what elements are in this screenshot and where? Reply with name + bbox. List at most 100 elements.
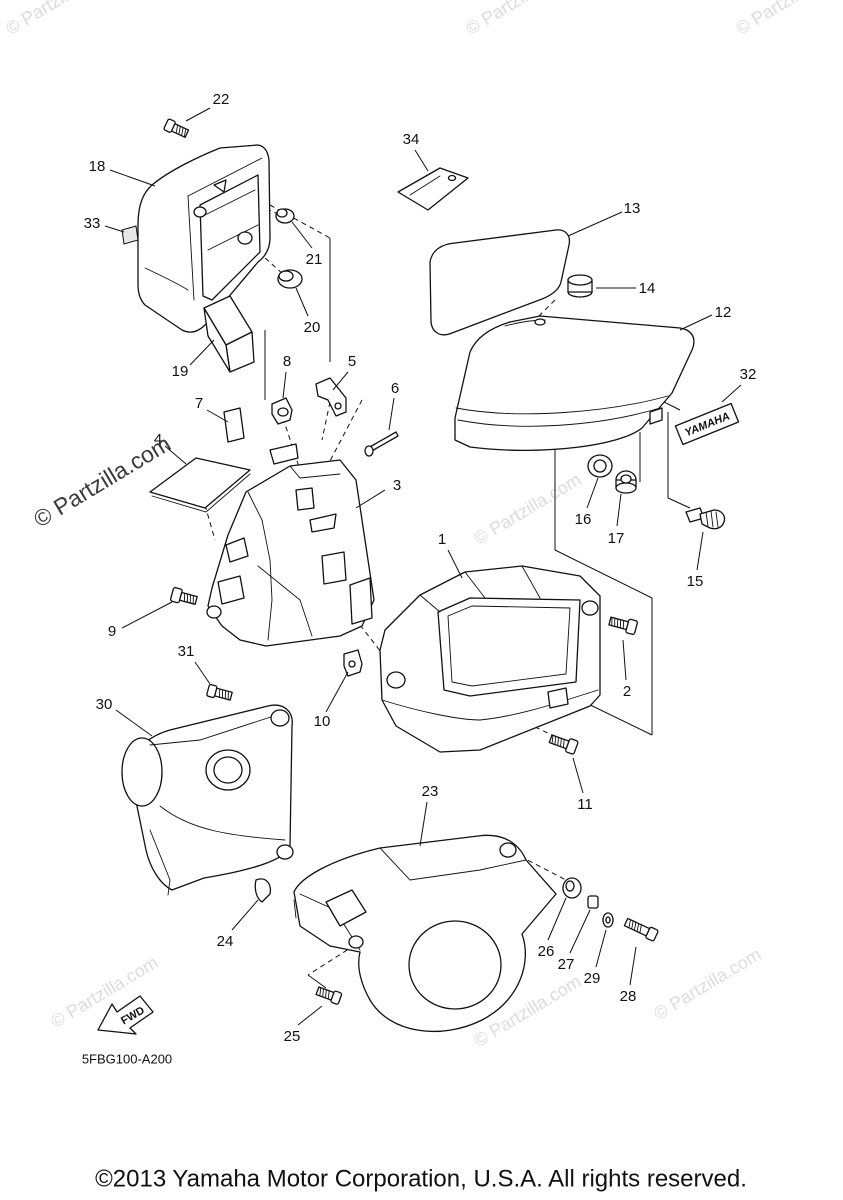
part-20-grommet [277,269,303,289]
part-16-nut [587,454,613,478]
part-17-grommet [615,470,637,494]
part-21-grommet [275,208,295,224]
part-34-tag [397,167,469,211]
callout-24: 24 [217,933,234,950]
leader-7 [206,409,229,423]
leader-1 [447,549,463,579]
part-32-decal: YAMAHA [674,402,740,446]
part-10-clip [343,649,363,677]
callout-14: 14 [639,280,656,297]
leader-11 [572,757,584,794]
leader-3 [355,489,386,509]
watermark-top-right: © Partzilla.com [732,0,843,39]
callout-3: 3 [393,477,401,494]
part-15-switch [685,507,726,530]
leader-24 [231,899,259,931]
callout-12: 12 [715,304,732,321]
part-30-cover [121,704,294,896]
callout-10: 10 [314,713,331,730]
guide-switch-connector [667,497,691,509]
leader-21 [291,221,313,249]
callout-9: 9 [108,623,116,640]
part-29-washer [602,912,614,928]
part-1-air-box [379,565,601,753]
leader-26 [547,897,567,941]
callout-22: 22 [213,91,230,108]
part-4-foam-pad [149,457,251,513]
callout-5: 5 [348,353,356,370]
callout-17: 17 [608,530,625,547]
part-8-clip [271,397,293,425]
leader-4 [164,445,187,465]
leader-19 [189,339,215,366]
callout-8: 8 [283,353,291,370]
guide-pad-to-bracket [204,504,216,541]
part-2-bolt [608,616,639,635]
leader-10 [325,671,349,713]
part-12-side-cover [454,315,695,451]
watermark-top-left: © Partzilla.com [2,0,116,39]
callout-34: 34 [403,131,420,148]
callout-13: 13 [624,200,641,217]
fwd-arrow-icon: FWD [97,995,154,1035]
callout-29: 29 [584,970,601,987]
guide-filter-to-cover [534,299,556,321]
leader-27 [569,909,591,954]
part-22-screw [163,118,190,138]
watermark-top-center: © Partzilla.com [462,0,576,39]
callout-16: 16 [575,511,592,528]
leader-31 [194,661,211,685]
callout-27: 27 [558,956,575,973]
part-26-grommet [562,877,582,899]
part-25-screw [315,986,343,1005]
leader-22 [185,107,211,122]
callout-2: 2 [623,683,631,700]
leader-34 [414,149,429,172]
part-11-bolt [548,734,579,755]
callout-18: 18 [89,158,106,175]
leader-13 [567,211,623,237]
callout-15: 15 [687,573,704,590]
leader-17 [616,493,622,527]
part-3-bracket-assembly [206,443,375,647]
callout-20: 20 [304,319,321,336]
callout-31: 31 [178,643,195,660]
leader-20 [295,287,309,317]
callout-6: 6 [391,380,399,397]
part-6-pin [364,431,399,457]
leader-16 [586,477,599,509]
callout-30: 30 [96,696,113,713]
leader-25 [297,1005,323,1026]
part-14-cap [567,274,593,298]
leader-12 [679,314,713,331]
watermark-lower-right: © Partzilla.com [650,944,764,1024]
callout-23: 23 [422,783,439,800]
callout-19: 19 [172,363,189,380]
leader-6 [388,397,395,431]
leader-2 [622,639,627,681]
leader-23 [419,801,428,847]
leader-lines [104,107,742,1026]
leader-18 [109,169,156,187]
guide-right-to-airbox [579,699,653,736]
part-19-foam-block [203,295,255,373]
leader-5 [332,371,349,391]
part-18-side-cover [137,144,271,333]
leader-32 [721,384,742,403]
watermark-mid-center: © Partzilla.com [470,469,584,549]
leader-33 [104,225,125,233]
leader-8 [282,371,287,399]
callout-32: 32 [740,366,757,383]
part-31-bolt [206,684,233,701]
part-24-seal [254,878,272,903]
callout-25: 25 [284,1028,301,1045]
callout-4: 4 [154,431,162,448]
guide-clip-to-bracket [282,417,301,471]
callout-21: 21 [306,251,323,268]
callouts: 1 2 3 4 5 6 7 8 9 10 11 12 13 14 15 16 1… [84,91,757,1045]
callout-28: 28 [620,988,637,1005]
callout-11: 11 [577,796,593,813]
part-5-bracket [315,377,347,417]
guide-right-diagonal [554,549,653,599]
